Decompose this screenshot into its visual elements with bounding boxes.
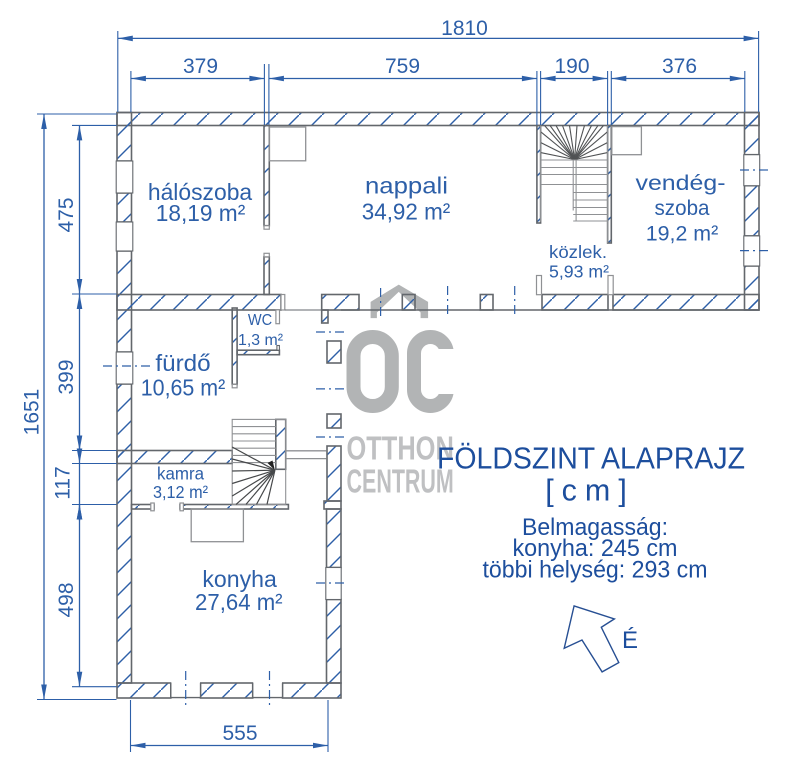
svg-text:É: É [622, 627, 638, 654]
svg-text:376: 376 [662, 55, 697, 78]
svg-text:vendég-: vendég- [636, 171, 726, 195]
svg-text:OTTHON: OTTHON [347, 431, 454, 468]
svg-text:WC: WC [248, 312, 272, 329]
svg-text:kamra: kamra [157, 464, 204, 484]
svg-text:399: 399 [55, 359, 78, 394]
svg-text:nappali: nappali [365, 173, 448, 199]
svg-text:379: 379 [183, 55, 218, 78]
svg-text:konyha: konyha [202, 566, 277, 592]
svg-text:Belmagasság:: Belmagasság: [522, 514, 668, 541]
svg-text:5,93 m²: 5,93 m² [549, 262, 609, 282]
svg-text:[cm]: [cm] [545, 474, 635, 508]
svg-text:18,19 m²: 18,19 m² [156, 200, 246, 226]
svg-text:1,3 m²: 1,3 m² [238, 332, 284, 349]
svg-text:hálószoba: hálószoba [148, 179, 253, 205]
svg-text:1651: 1651 [21, 389, 44, 436]
svg-text:fürdő: fürdő [155, 350, 210, 376]
svg-text:CENTRUM: CENTRUM [347, 464, 454, 501]
svg-text:konyha: 245 cm: konyha: 245 cm [513, 535, 678, 562]
svg-text:3,12 m²: 3,12 m² [153, 482, 208, 502]
svg-text:759: 759 [385, 55, 420, 78]
svg-text:498: 498 [55, 582, 78, 617]
svg-text:19,2 m²: 19,2 m² [646, 222, 719, 246]
svg-text:1810: 1810 [441, 17, 488, 40]
svg-text:117: 117 [52, 466, 75, 499]
svg-text:szoba: szoba [655, 196, 710, 220]
svg-text:10,65 m²: 10,65 m² [141, 375, 226, 401]
svg-text:475: 475 [55, 197, 78, 232]
svg-text:FÖLDSZINT ALAPRAJZ: FÖLDSZINT ALAPRAJZ [437, 442, 745, 476]
svg-text:27,64 m²: 27,64 m² [195, 589, 283, 615]
svg-text:555: 555 [222, 722, 257, 745]
svg-text:többi helység: 293 cm: többi helység: 293 cm [483, 557, 708, 584]
svg-text:190: 190 [554, 55, 589, 78]
svg-text:34,92 m²: 34,92 m² [362, 199, 451, 225]
svg-text:közlek.: közlek. [549, 242, 607, 262]
